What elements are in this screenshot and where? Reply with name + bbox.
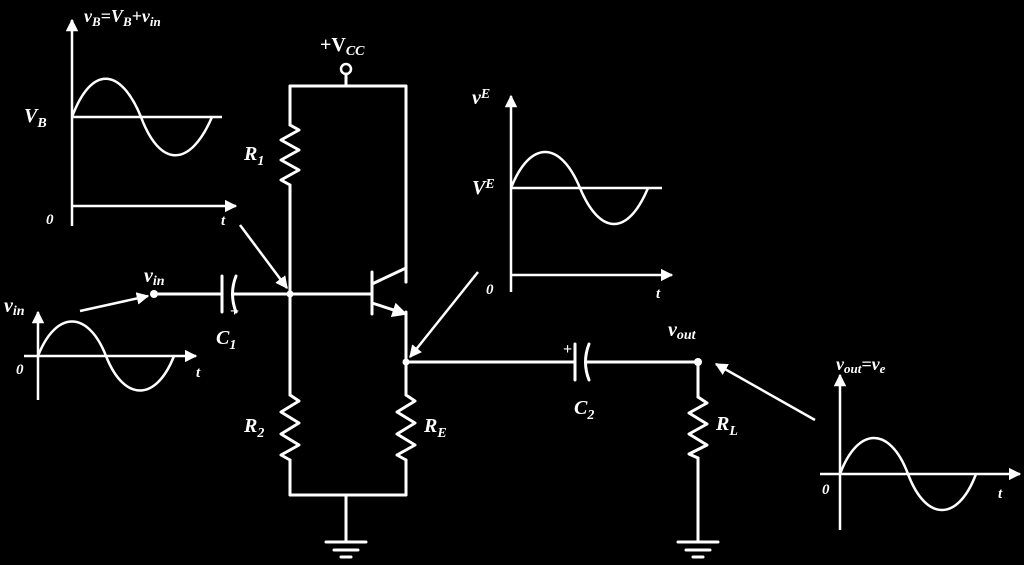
graph-emitter-origin: 0 bbox=[486, 282, 494, 298]
pointer-arrow bbox=[714, 362, 816, 422]
c1-polarity: + bbox=[230, 303, 239, 320]
graph-output-title: vout=ve bbox=[836, 354, 886, 376]
pointer-arrow bbox=[238, 224, 289, 290]
label-output-node: vout bbox=[668, 319, 697, 343]
graph-input-time: t bbox=[196, 365, 201, 381]
graph-emitter-voltage bbox=[504, 94, 674, 292]
resistor-re bbox=[395, 393, 417, 462]
capacitor-c1 bbox=[220, 274, 238, 314]
output-terminal bbox=[694, 358, 702, 366]
sine-wave bbox=[838, 436, 978, 512]
graph-base-time: t bbox=[221, 213, 226, 229]
label-input-node: vin bbox=[144, 265, 165, 289]
graph-emitter-title: vE bbox=[472, 87, 490, 109]
resistor-r2 bbox=[279, 393, 301, 462]
ground-icon bbox=[676, 540, 720, 559]
label-re: RE bbox=[423, 415, 447, 441]
label-r2: R2 bbox=[243, 415, 264, 441]
label-rl: RL bbox=[715, 413, 738, 439]
graph-input-origin: 0 bbox=[16, 362, 24, 378]
npn-transistor bbox=[370, 266, 408, 317]
ground-icon bbox=[324, 540, 368, 559]
label-c1: C1 bbox=[216, 327, 236, 353]
pointer-arrow bbox=[79, 292, 150, 313]
capacitor-c2 bbox=[573, 342, 591, 382]
graph-input-title: vin bbox=[4, 295, 25, 319]
graph-emitter-time: t bbox=[656, 286, 661, 302]
graph-base-level: VB bbox=[24, 105, 47, 131]
label-c2: C2 bbox=[574, 397, 594, 423]
pointer-arrow bbox=[409, 271, 479, 358]
graph-output-origin: 0 bbox=[822, 482, 830, 498]
base-junction-dot bbox=[286, 290, 294, 298]
graph-base-voltage bbox=[65, 18, 238, 226]
graph-base-origin: 0 bbox=[46, 212, 54, 228]
graph-base-title: vB=VB+vin bbox=[84, 6, 161, 29]
graph-input-voltage bbox=[24, 310, 198, 400]
resistor-r1 bbox=[279, 123, 301, 187]
resistor-rl bbox=[687, 395, 709, 460]
c2-polarity: + bbox=[563, 341, 572, 358]
graph-output-voltage bbox=[820, 373, 1022, 530]
input-terminal bbox=[150, 290, 158, 298]
label-r1: R1 bbox=[243, 143, 264, 169]
sine-wave bbox=[36, 320, 176, 392]
graph-output-time: t bbox=[998, 486, 1003, 502]
sine-wave bbox=[70, 77, 214, 157]
emitter-junction-dot bbox=[402, 358, 410, 366]
label-vcc: +VCC bbox=[320, 34, 365, 59]
sine-wave bbox=[509, 150, 650, 226]
graph-emitter-level: VE bbox=[472, 177, 495, 199]
vcc-terminal bbox=[339, 62, 353, 76]
circuit-wires bbox=[152, 72, 700, 544]
